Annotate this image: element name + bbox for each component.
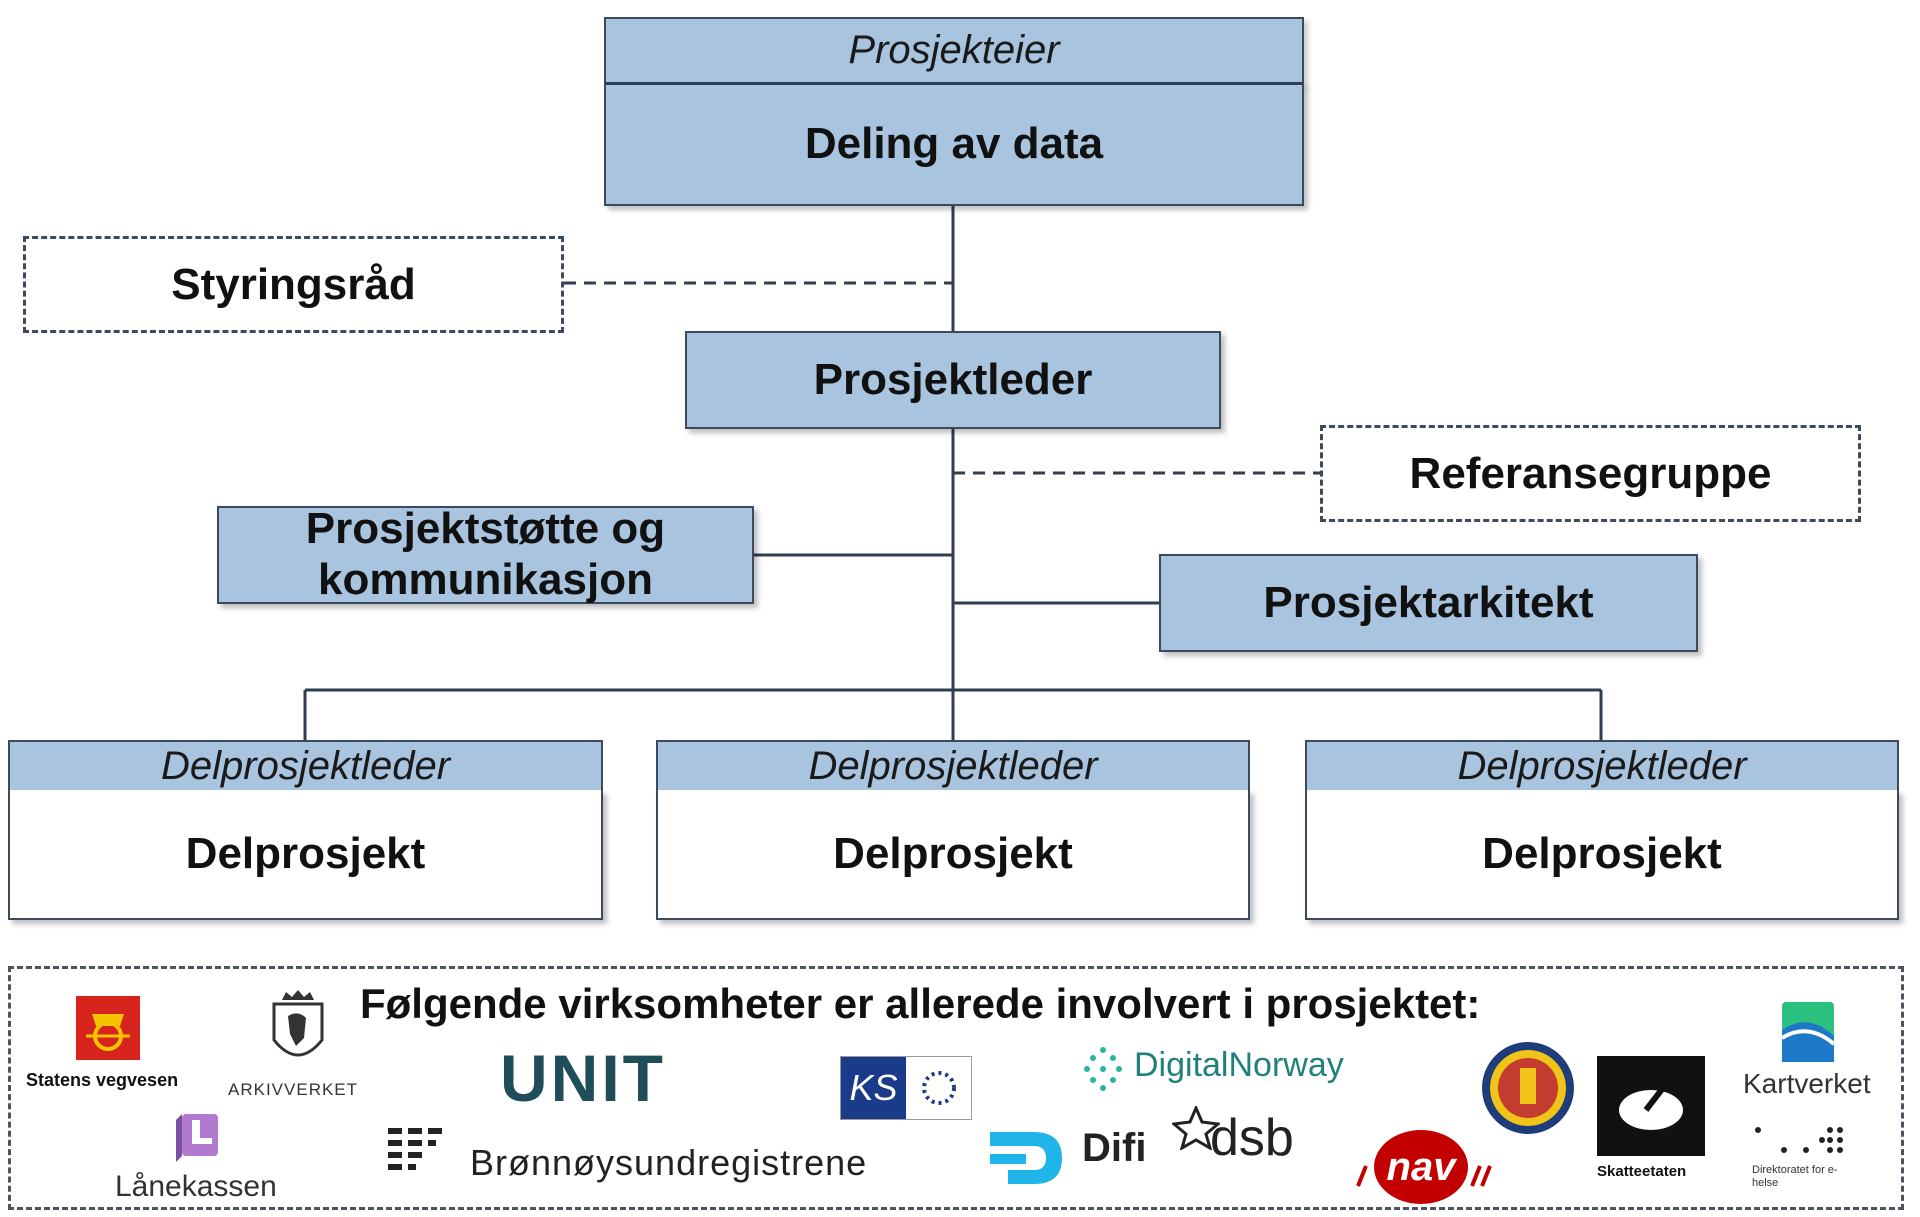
ks-label: KS [841,1057,906,1119]
steering-box: Styringsråd [23,236,564,333]
subproject-1-title: Delprosjekt [185,829,426,878]
ehelse-dots-icon [1755,1127,1843,1153]
subproject-3-header: Delprosjektleder [1305,740,1899,792]
vegvesen-logo-icon [76,996,140,1060]
kartverket-label: Kartverket [1743,1068,1871,1099]
participants-title: Følgende virksomheter er allerede involv… [360,980,1481,1027]
kartverket-logo-icon [1782,1002,1834,1062]
subproject-3-body: Delprosjekt [1305,790,1899,920]
unit-logo: UNIT [500,1041,666,1115]
subproject-3-title: Delprosjekt [1482,829,1722,878]
ehelse-label: Direktoratet for e-helse [1752,1164,1838,1190]
dsb-label: dsb [1210,1109,1294,1167]
bronnoysund-label: Brønnøysundregistrene [470,1142,868,1183]
owner-header-label: Prosjekteier [848,28,1060,72]
participants-panel [8,966,1904,1210]
owner-box: Deling av data [604,82,1304,206]
oslo-seal-icon [1482,1042,1574,1134]
arkivverket-logo-icon [272,990,324,1057]
digitalnorway-label: DigitalNorway [1134,1046,1344,1084]
difi-logo-icon [990,1132,1062,1184]
subproject-2-header-label: Delprosjektleder [808,743,1098,788]
lanekassen-logo-icon [176,1114,218,1162]
bronnoysund-logo-icon [388,1128,442,1170]
subproject-2-title: Delprosjekt [833,829,1073,878]
owner-title: Deling av data [804,119,1104,169]
architect-box: Prosjektarkitekt [1159,554,1698,652]
leader-box: Prosjektleder [685,331,1221,429]
subproject-1-header: Delprosjektleder [8,740,603,792]
digitalnorway-dots-icon [1084,1047,1122,1091]
architect-label: Prosjektarkitekt [1263,577,1594,627]
steering-label: Styringsråd [171,259,416,309]
eu-stars-icon [921,1071,956,1105]
skatteetaten-logo-icon [1597,1056,1705,1156]
support-label: Prosjektstøtte og kommunikasjon [305,504,666,604]
subproject-2-header: Delprosjektleder [656,740,1250,792]
dsb-star-icon [1172,1106,1220,1150]
arkivverket-label: ARKIVVERKET [228,1080,359,1099]
owner-header: Prosjekteier [604,17,1304,84]
subproject-1-header-label: Delprosjektleder [160,743,451,788]
reference-box: Referansegruppe [1320,425,1861,522]
skatteetaten-label: Skatteetaten [1597,1163,1687,1180]
support-box: Prosjektstøtte og kommunikasjon [217,504,754,604]
subproject-1-body: Delprosjekt [8,790,603,920]
vegvesen-label: Statens vegvesen [26,1070,179,1090]
nav-label: nav [1386,1144,1456,1189]
reference-label: Referansegruppe [1409,448,1772,498]
subproject-2-body: Delprosjekt [656,790,1250,920]
leader-label: Prosjektleder [813,354,1093,404]
skatteetaten-mark-icon [1619,1082,1683,1130]
nav-slashes-icon [1356,1165,1492,1187]
nav-logo-icon: nav [1374,1130,1468,1204]
difi-label: Difi [1082,1126,1147,1170]
lanekassen-label: Lånekassen [115,1170,277,1203]
ks-logo-icon: KS [840,1056,972,1120]
subproject-3-header-label: Delprosjektleder [1457,743,1747,788]
